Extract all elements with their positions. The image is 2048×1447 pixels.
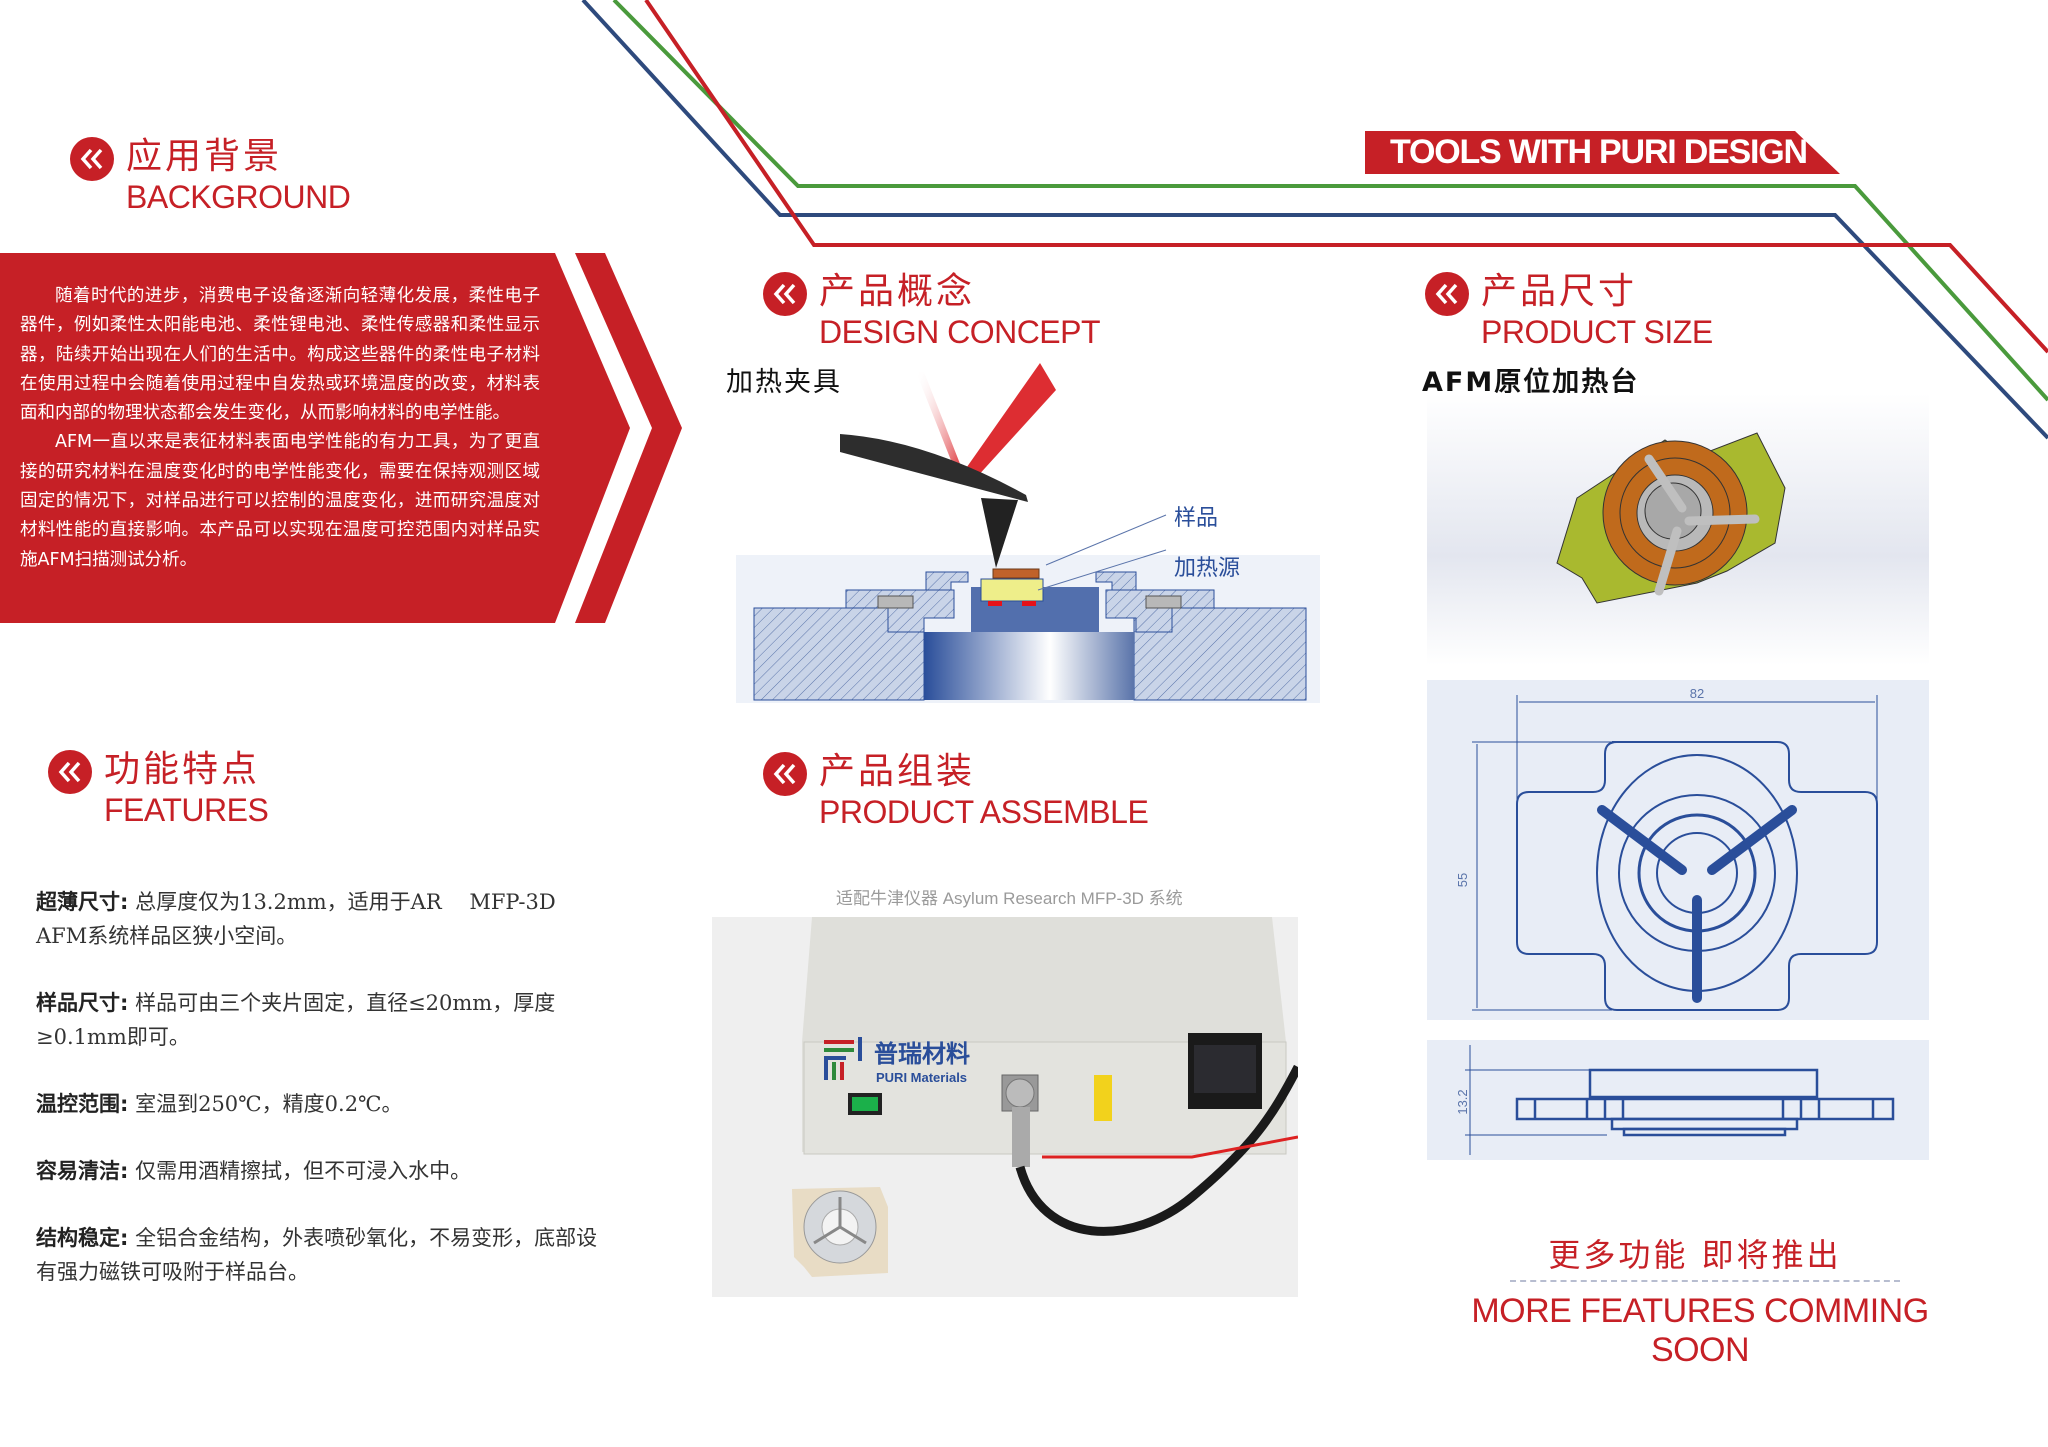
product-size-title-cn: 产品尺寸: [1481, 271, 1638, 312]
feature-text: 总厚度仅为13.2mm，适用于AR MFP-3D AFM系统样品区狭小空间。: [36, 890, 556, 948]
heating-fixture-label: 加热夹具: [726, 367, 842, 398]
product-assemble-title-en: PRODUCT ASSEMBLE: [819, 794, 1149, 830]
double-chevron-left-icon: [70, 137, 114, 181]
coming-soon-divider: [1510, 1280, 1900, 1282]
feature-label: 温控范围:: [36, 1092, 129, 1116]
feature-text: 室温到250℃，精度0.2℃。: [128, 1092, 403, 1116]
feature-label: 容易清洁:: [36, 1159, 129, 1183]
design-concept-title-en: DESIGN CONCEPT: [819, 314, 1101, 350]
background-paragraph: AFM一直以来是表征材料表面电学性能的有力工具，为了更直接的研究材料在温度变化时…: [20, 432, 540, 570]
feature-item: 温控范围: 室温到250℃，精度0.2℃。: [36, 1087, 606, 1121]
tools-banner-label: TOOLS WITH PURI DESIGN: [1390, 133, 1808, 171]
design-concept-title-cn: 产品概念: [819, 271, 976, 312]
feature-label: 超薄尺寸:: [36, 890, 129, 914]
feature-label: 结构稳定:: [36, 1226, 129, 1250]
background-body: 随着时代的进步，消费电子设备逐渐向轻薄化发展，柔性电子器件，例如柔性太阳能电池、…: [20, 282, 540, 575]
background-banner: [0, 253, 682, 623]
background-paragraph: 随着时代的进步，消费电子设备逐渐向轻薄化发展，柔性电子器件，例如柔性太阳能电池、…: [20, 286, 540, 424]
product-size-title-en: PRODUCT SIZE: [1481, 314, 1713, 350]
design-concept-heading: 产品概念 DESIGN CONCEPT: [763, 271, 1101, 352]
device-brand-cn: 普瑞材料: [874, 1040, 970, 1068]
coming-soon-cn: 更多功能 即将推出: [1548, 1236, 1842, 1274]
coming-soon-en: MORE FEATURES COMMING SOON: [1471, 1292, 1929, 1369]
sample-callout: 样品: [1174, 506, 1218, 531]
features-title-en: FEATURES: [104, 792, 269, 828]
puri-logo-icon: [824, 1037, 862, 1080]
product-assemble-heading: 产品组装 PRODUCT ASSEMBLE: [763, 751, 1149, 832]
afm-heating-stage-label: AFM原位加热台: [1422, 367, 1640, 398]
stage-side-view-drawing: 13.2: [1427, 1040, 1929, 1160]
dimension-height: 55: [1455, 873, 1470, 887]
feature-item: 容易清洁: 仅需用酒精擦拭，但不可浸入水中。: [36, 1154, 606, 1188]
double-chevron-left-icon: [763, 272, 807, 316]
device-brand-en: PURI Materials: [876, 1070, 967, 1085]
compatibility-caption: 适配牛津仪器 Asylum Research MFP-3D 系统: [836, 889, 1183, 908]
feature-text: 样品可由三个夹片固定，直径≤20mm，厚度≥0.1mm即可。: [36, 991, 556, 1049]
features-list: 超薄尺寸: 总厚度仅为13.2mm，适用于AR MFP-3D AFM系统样品区狭…: [36, 885, 606, 1322]
features-title-cn: 功能特点: [104, 749, 261, 790]
product-size-heading: 产品尺寸 PRODUCT SIZE: [1425, 272, 1713, 352]
background-title-cn: 应用背景: [126, 136, 283, 177]
heat-source-callout: 加热源: [1174, 556, 1240, 581]
double-chevron-left-icon: [48, 750, 92, 794]
feature-item: 结构稳定: 全铝合金结构，外表喷砂氧化，不易变形，底部设有强力磁铁可吸附于样品台…: [36, 1221, 606, 1289]
stage-top-view-drawing: 82 55: [1427, 680, 1929, 1020]
stage-3d-render: [1427, 393, 1929, 665]
feature-text: 全铝合金结构，外表喷砂氧化，不易变形，底部设有强力磁铁可吸附于样品台。: [36, 1226, 598, 1284]
double-chevron-left-icon: [1425, 272, 1469, 316]
feature-text: 仅需用酒精擦拭，但不可浸入水中。: [128, 1159, 472, 1183]
features-heading: 功能特点 FEATURES: [48, 749, 269, 830]
dimension-thickness: 13.2: [1455, 1089, 1470, 1114]
double-chevron-left-icon: [763, 752, 807, 796]
feature-item: 样品尺寸: 样品可由三个夹片固定，直径≤20mm，厚度≥0.1mm即可。: [36, 986, 606, 1054]
background-title-en: BACKGROUND: [126, 179, 351, 215]
feature-item: 超薄尺寸: 总厚度仅为13.2mm，适用于AR MFP-3D AFM系统样品区狭…: [36, 885, 606, 953]
background-heading: 应用背景 BACKGROUND: [70, 136, 351, 217]
feature-label: 样品尺寸:: [36, 991, 129, 1015]
product-assemble-title-cn: 产品组装: [819, 751, 976, 792]
dimension-width: 82: [1690, 686, 1704, 701]
product-photo: 普瑞材料 PURI Materials: [712, 917, 1298, 1297]
tools-banner-shape: [1365, 131, 1840, 174]
design-concept-illustration: 样品 加热源: [726, 350, 1326, 710]
